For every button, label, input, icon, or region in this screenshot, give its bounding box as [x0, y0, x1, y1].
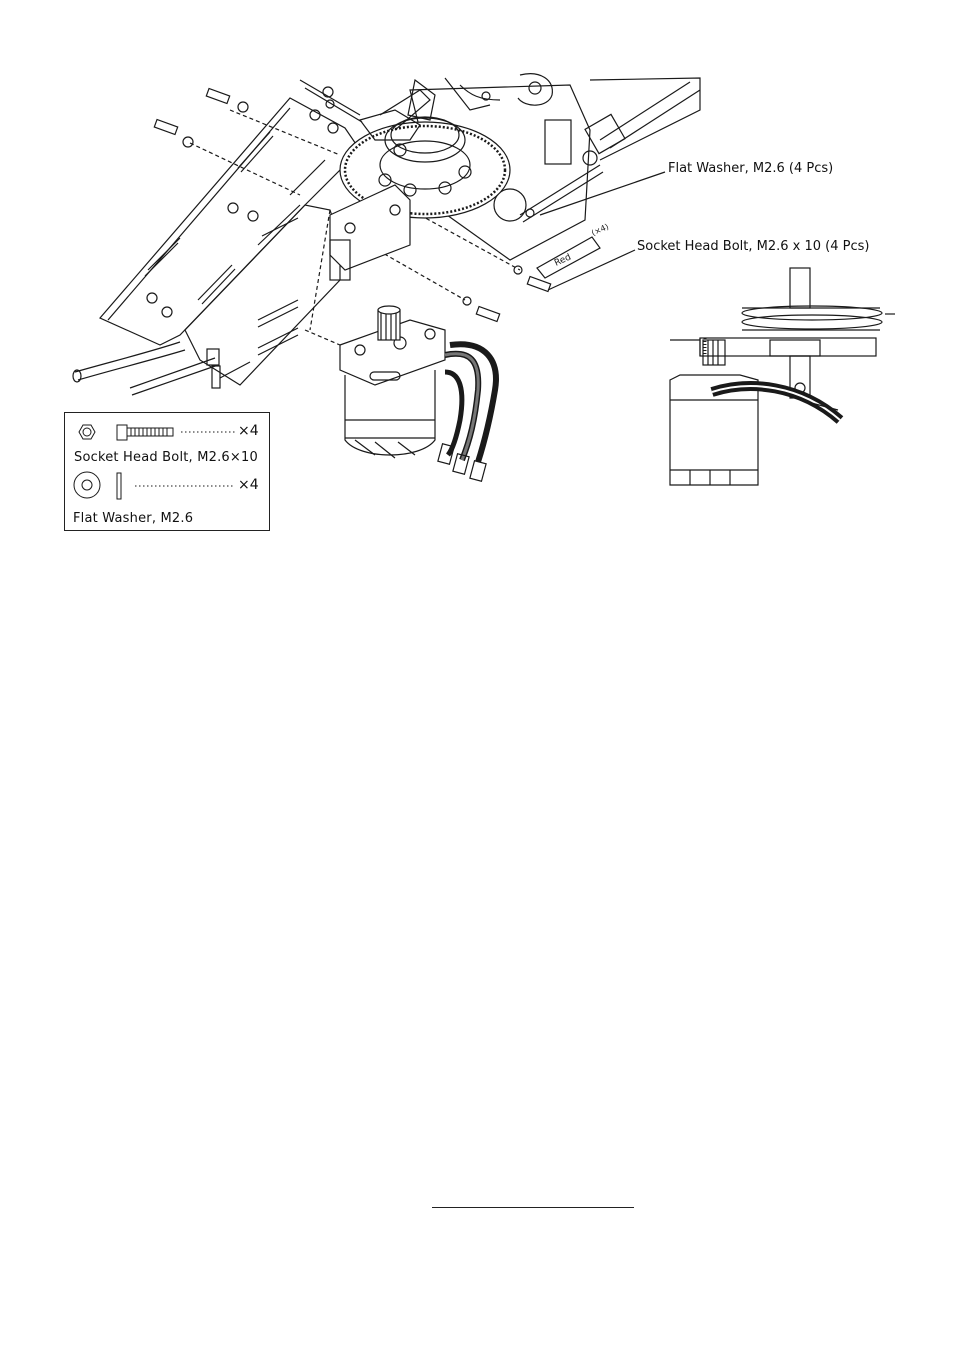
brushless-motor — [340, 306, 445, 458]
washer-quantity: ×4 — [238, 477, 259, 493]
flat-washer-callout: Flat Washer, M2.6 (4 Pcs) — [668, 161, 833, 176]
bolt-right-lower — [463, 297, 500, 322]
threadlock-count-text: (×4) — [590, 222, 610, 238]
parts-legend: ×4 Socket Head Bolt, M2.6×10 ×4 Flat Was… — [64, 412, 270, 531]
bolt-upper-left — [206, 88, 248, 112]
landing-skid — [73, 342, 250, 395]
bolt-side-icon — [117, 425, 173, 440]
washer-legend-label: Flat Washer, M2.6 — [73, 511, 193, 526]
washer-face-icon — [74, 472, 100, 498]
bolt-legend-label: Socket Head Bolt, M2.6×10 — [74, 450, 258, 465]
bolt-head-icon — [79, 425, 95, 439]
motor-mount-bracket — [330, 185, 410, 280]
motor-wires — [438, 344, 496, 481]
detail-view — [670, 268, 895, 485]
frame-side-plate — [100, 98, 360, 345]
socket-bolt-callout: Socket Head Bolt, M2.6 x 10 (4 Pcs) — [637, 239, 869, 254]
bolt-mid-left — [154, 119, 193, 147]
bolt-quantity: ×4 — [238, 423, 259, 439]
footer-divider — [432, 1207, 634, 1208]
washer-side-icon — [117, 473, 121, 499]
